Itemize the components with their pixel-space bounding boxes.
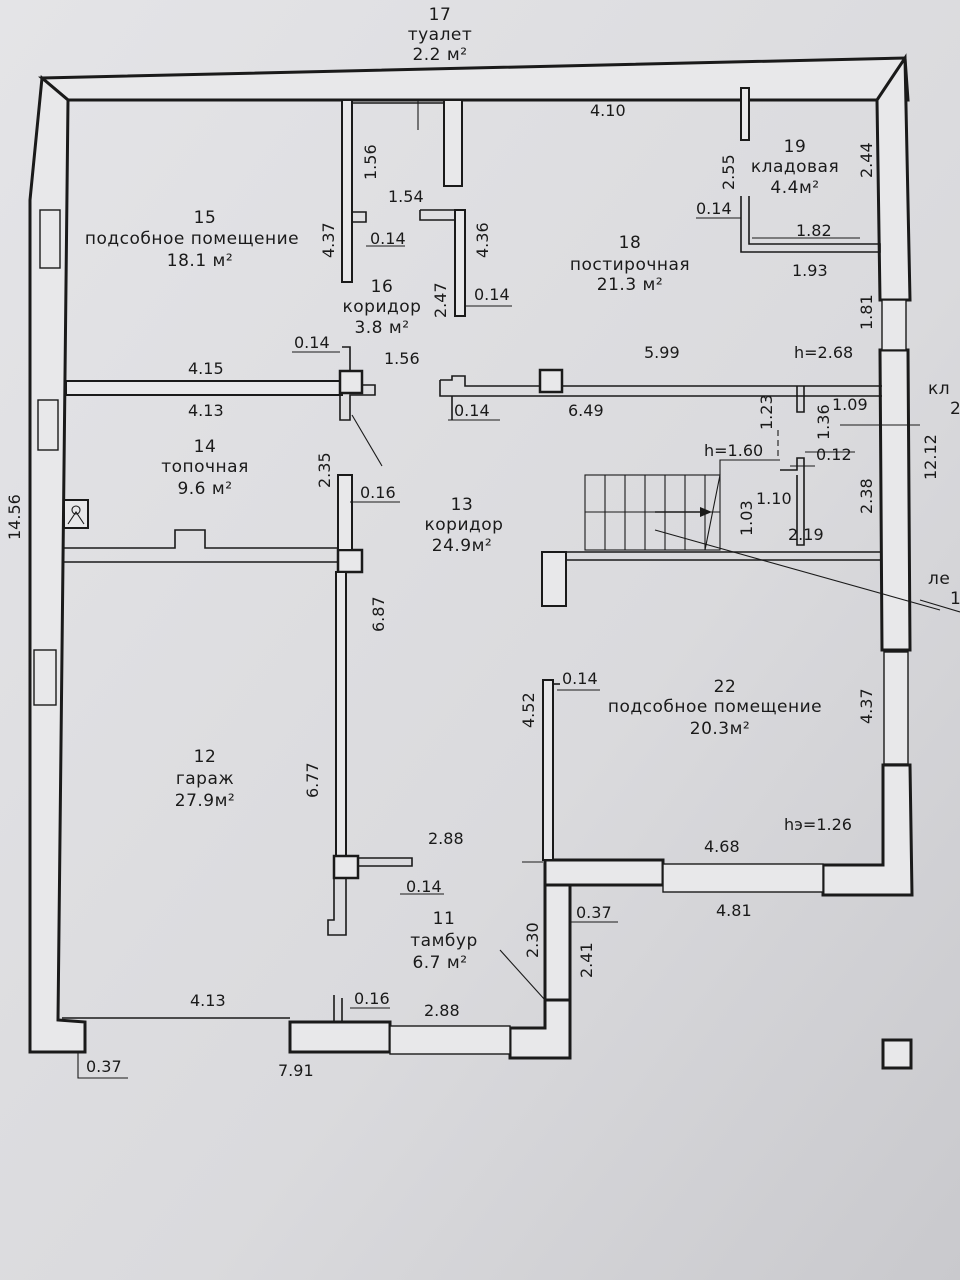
dim-label: 4.36 — [473, 222, 492, 258]
room-17-name: туалет — [408, 25, 473, 45]
room-22-name: подсобное помещение — [608, 697, 822, 717]
edge-label-le-2: 1 — [950, 589, 960, 609]
room-14-area: 9.6 м² — [177, 479, 232, 499]
dim-label: 0.37 — [86, 1057, 122, 1076]
dim-label: h=2.68 — [794, 343, 853, 362]
dim-label: 1.93 — [792, 261, 828, 280]
staircase — [584, 459, 941, 611]
dim-label: 2.88 — [424, 1001, 460, 1020]
dim-label: 2.88 — [428, 829, 464, 848]
dim-label: 0.14 — [454, 401, 490, 420]
dim-label: 4.37 — [319, 222, 338, 258]
dim-label: h=1.60 — [704, 441, 763, 460]
room-14-num: 14 — [194, 437, 217, 457]
room-18-num: 18 — [619, 233, 642, 253]
dim-label: 4.15 — [188, 359, 224, 378]
room-11-name: тамбур — [410, 931, 477, 951]
room-13-name: коридор — [425, 515, 504, 535]
room-16-area: 3.8 м² — [354, 318, 409, 338]
room-18-area: 21.3 м² — [597, 275, 663, 295]
room-14-name: топочная — [161, 457, 249, 477]
dim-label: 0.37 — [576, 903, 612, 922]
dim-label: 2.38 — [857, 478, 876, 514]
dim-label: 1.23 — [757, 394, 776, 430]
room-16-name: коридор — [343, 297, 422, 317]
dimension-lines — [77, 100, 960, 1079]
room-13-area: 24.9м² — [432, 536, 493, 556]
dim-label: 5.99 — [644, 343, 680, 362]
interior-walls — [62, 87, 882, 1023]
edge-label-kl-2: 2 — [950, 399, 960, 419]
room-15-name: подсобное помещение — [85, 229, 299, 249]
dim-label: 2.35 — [315, 452, 334, 488]
dim-label: 2.30 — [523, 922, 542, 958]
dim-label: 1.82 — [796, 221, 832, 240]
dim-label: 1.03 — [737, 500, 756, 536]
dim-label: 4.37 — [857, 688, 876, 724]
room-18-name: постирочная — [570, 255, 690, 275]
dim-label: 0.14 — [474, 285, 510, 304]
dim-label: 0.12 — [816, 445, 852, 464]
dimension-labels: 4.10 1.56 1.54 4.37 0.14 4.36 2.47 0.14 … — [5, 101, 940, 1080]
dim-label: 1.10 — [756, 489, 792, 508]
dim-label: 4.10 — [590, 101, 626, 120]
dim-label: 4.13 — [190, 991, 226, 1010]
room-22-area: 20.3м² — [690, 719, 751, 739]
room-22-num: 22 — [714, 677, 737, 697]
dim-label: 1.54 — [388, 187, 424, 206]
edge-labels: кл 2 ле 1 — [928, 379, 960, 609]
dim-label: 0.16 — [354, 989, 390, 1008]
dim-label: 1.81 — [857, 294, 876, 330]
room-16-num: 16 — [371, 277, 394, 297]
room-17-num: 17 — [429, 5, 452, 25]
dim-label: 2.19 — [788, 525, 824, 544]
dim-label: 0.14 — [294, 333, 330, 352]
dim-label: 2.44 — [857, 142, 876, 178]
room-19-name: кладовая — [751, 157, 839, 177]
dim-label: 2.55 — [719, 154, 738, 190]
dim-label: 0.14 — [562, 669, 598, 688]
dim-label: 0.14 — [696, 199, 732, 218]
dim-label: 2.47 — [431, 282, 450, 318]
dim-label: 12.12 — [921, 434, 940, 480]
dim-label: 4.13 — [188, 401, 224, 420]
edge-label-le: ле — [928, 569, 950, 589]
edge-label-kl: кл — [928, 379, 950, 399]
dim-label: 1.36 — [814, 404, 833, 440]
room-labels: 17 туалет 2.2 м² 15 подсобное помещение … — [85, 5, 839, 973]
room-12-name: гараж — [176, 769, 234, 789]
dim-label: 0.16 — [360, 483, 396, 502]
dim-label: 1.56 — [361, 144, 380, 180]
room-17-area: 2.2 м² — [412, 45, 467, 65]
room-12-area: 27.9м² — [175, 791, 236, 811]
exterior-walls — [28, 53, 914, 1060]
room-15-num: 15 — [194, 208, 217, 228]
dim-label: 4.68 — [704, 837, 740, 856]
room-11-area: 6.7 м² — [412, 953, 467, 973]
dim-label: 0.14 — [370, 229, 406, 248]
dim-label: 14.56 — [5, 494, 24, 540]
north-marker-square — [881, 1038, 913, 1070]
room-11-num: 11 — [433, 909, 456, 929]
dim-label: hэ=1.26 — [784, 815, 852, 834]
dim-label: 2.41 — [577, 942, 596, 978]
dim-label: 7.91 — [278, 1061, 314, 1080]
room-15-area: 18.1 м² — [167, 251, 233, 271]
dim-label: 1.56 — [384, 349, 420, 368]
room-13-num: 13 — [451, 495, 474, 515]
dim-label: 1.09 — [832, 395, 868, 414]
room-19-num: 19 — [784, 137, 807, 157]
dim-label: 4.81 — [716, 901, 752, 920]
dim-label: 6.49 — [568, 401, 604, 420]
dim-label: 6.77 — [303, 762, 322, 798]
dim-label: 6.87 — [369, 596, 388, 632]
room-12-num: 12 — [194, 747, 217, 767]
windows — [33, 209, 909, 1055]
dim-label: 0.14 — [406, 877, 442, 896]
dim-label: 4.52 — [519, 692, 538, 728]
room-19-area: 4.4м² — [770, 178, 819, 198]
